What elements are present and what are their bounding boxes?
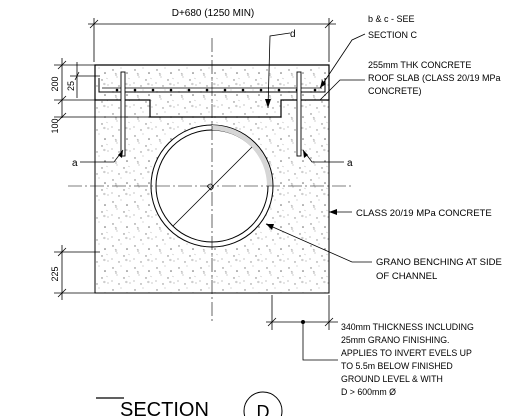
top-width-label: D+680 (1250 MIN) bbox=[172, 8, 255, 19]
label-note-line5: GROUND LEVEL & WITH bbox=[341, 374, 443, 384]
label-a-left: a bbox=[72, 158, 78, 169]
slab-gap-label: 100 bbox=[50, 118, 60, 133]
leader-lines bbox=[80, 32, 372, 263]
centre-lines bbox=[68, 38, 352, 322]
slab-cover-label: 25 bbox=[66, 81, 76, 91]
label-note-line3: APPLIES TO INVERT EVELS UP bbox=[341, 348, 472, 358]
label-grano-line1: GRANO BENCHING AT SIDE bbox=[376, 257, 502, 268]
label-note-line4: TO 5.5m BELOW FINISHED bbox=[341, 361, 453, 371]
label-roof-line3: CONCRETE) bbox=[368, 86, 422, 96]
label-bc-line1: b & c - SEE bbox=[368, 14, 415, 24]
label-note-line2: 25mm GRANO FINISHING. bbox=[341, 335, 450, 345]
label-grano-line2: OF CHANNEL bbox=[376, 271, 437, 282]
section-ref-circle bbox=[243, 391, 283, 416]
bottom-dimension bbox=[266, 295, 338, 361]
base-depth-label: 225 bbox=[50, 266, 60, 281]
label-note-line6: D > 600mm Ø bbox=[341, 387, 396, 397]
section-ref: D bbox=[257, 402, 270, 416]
label-bc-line2: SECTION C bbox=[368, 30, 418, 40]
top-width-dimension bbox=[88, 18, 336, 62]
slab-depth-label: 200 bbox=[50, 76, 60, 91]
label-roof-line2: ROOF SLAB (CLASS 20/19 MPa bbox=[368, 73, 501, 83]
reinforcement-dots bbox=[115, 88, 317, 92]
leader-arrows bbox=[118, 80, 337, 230]
label-a-right: a bbox=[347, 158, 353, 169]
dowel-bars bbox=[120, 71, 302, 157]
left-dimensions bbox=[54, 58, 150, 300]
label-concrete-class: CLASS 20/19 MPa CONCRETE bbox=[356, 208, 492, 219]
slab-reinforcement bbox=[98, 78, 326, 93]
label-roof-line1: 255mm THK CONCRETE bbox=[368, 60, 471, 70]
label-d-top: d bbox=[290, 29, 296, 40]
label-note-line1: 340mm THICKNESS INCLUDING bbox=[341, 322, 474, 332]
section-title: SECTION bbox=[120, 399, 209, 416]
